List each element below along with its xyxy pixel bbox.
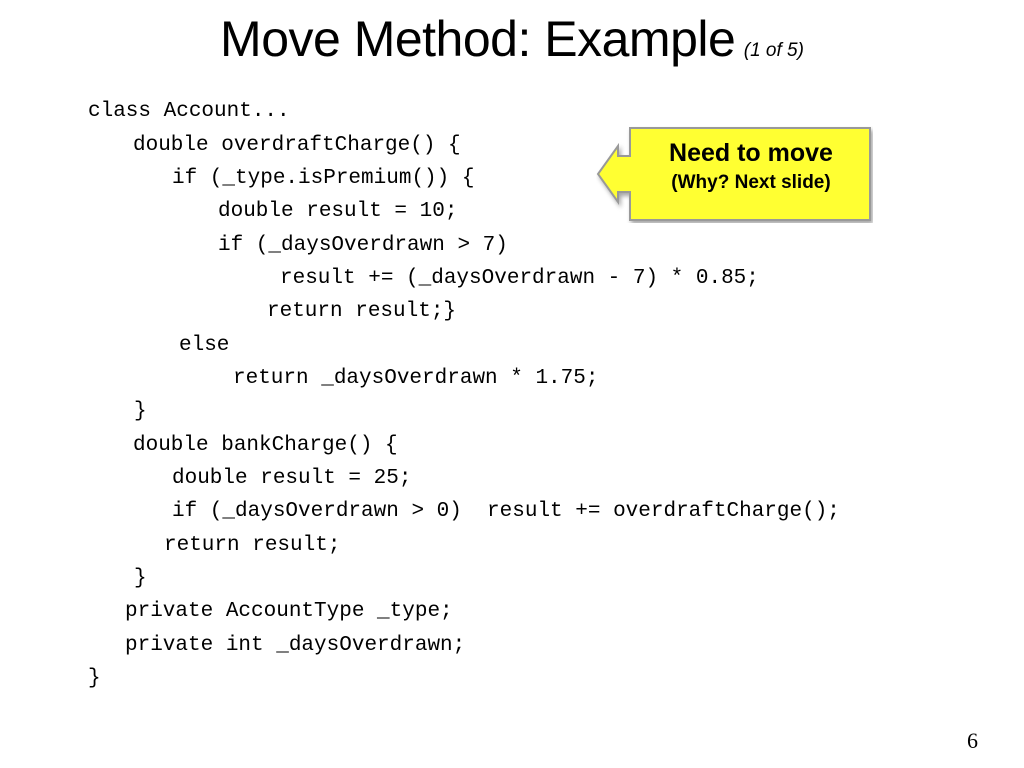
callout-arrow-shape: [596, 127, 871, 221]
code-line: double bankCharge() {: [133, 434, 398, 457]
code-line: if (_daysOverdrawn > 0) result += overdr…: [172, 500, 840, 523]
callout-heading: Need to move: [669, 139, 833, 167]
title-text: Move Method: Example: [220, 11, 736, 67]
code-line: private int _daysOverdrawn;: [125, 634, 466, 657]
code-line: return _daysOverdrawn * 1.75;: [233, 367, 599, 390]
code-line: }: [88, 667, 101, 690]
code-line: if (_daysOverdrawn > 7): [218, 234, 508, 257]
code-line: private AccountType _type;: [125, 600, 453, 623]
callout-note: Need to move (Why? Next slide): [596, 126, 873, 223]
code-line: if (_type.isPremium()) {: [172, 167, 475, 190]
code-line: }: [134, 400, 147, 423]
code-line: class Account...: [88, 100, 290, 123]
code-line: double overdraftCharge() {: [133, 134, 461, 157]
code-line: double result = 25;: [172, 467, 412, 490]
slide-title: Move Method: Example (1 of 5): [0, 10, 1024, 68]
callout-body: [596, 127, 871, 221]
callout-text: Need to move (Why? Next slide): [636, 136, 866, 196]
slide-number: 6: [967, 728, 978, 753]
code-line: }: [134, 567, 147, 590]
code-line: return result;}: [267, 300, 457, 323]
callout-subtext: (Why? Next slide): [671, 172, 831, 193]
code-line: result += (_daysOverdrawn - 7) * 0.85;: [280, 267, 759, 290]
code-line: else: [179, 334, 230, 357]
code-line: double result = 10;: [218, 200, 458, 223]
code-line: return result;: [164, 534, 341, 557]
title-suffix: (1 of 5): [743, 40, 804, 61]
